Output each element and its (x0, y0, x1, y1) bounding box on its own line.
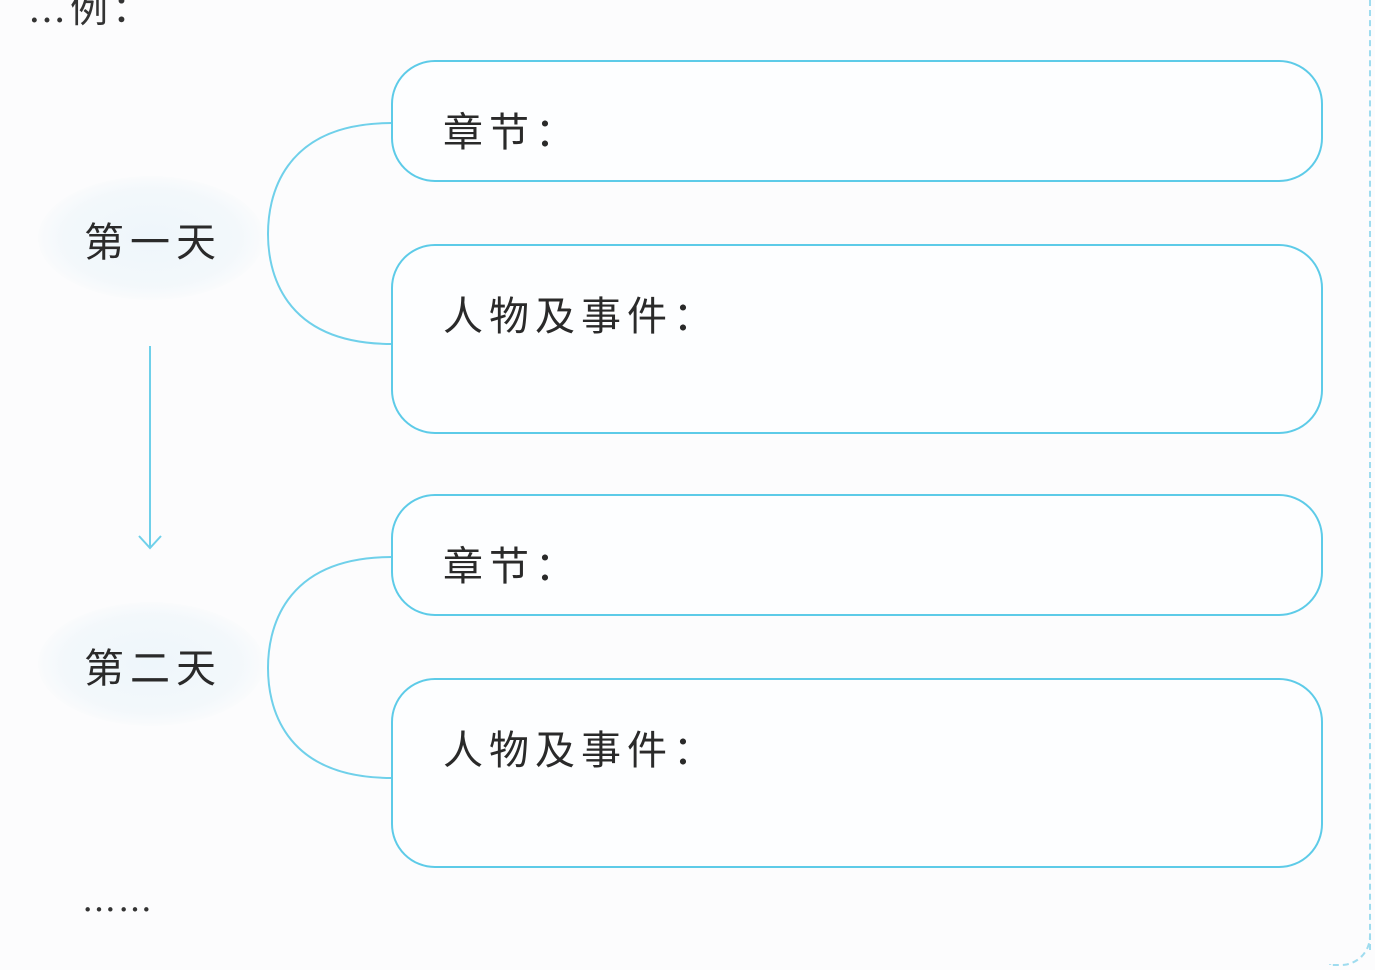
day-2-chapter-label: 章节： (443, 544, 581, 590)
day-2-chapter-box[interactable]: 章节： (391, 494, 1323, 616)
day-1-bubble (38, 176, 264, 300)
down-arrow (138, 346, 162, 550)
top-text-fragment: …例： (28, 0, 155, 31)
day-1-chapter-label: 章节： (443, 110, 581, 156)
day-2-label: 第二天 (84, 646, 222, 692)
day-1-events-label: 人物及事件： (443, 294, 719, 340)
day-1-label: 第一天 (84, 220, 222, 266)
day-1-bracket (266, 122, 393, 345)
day-1-chapter-box[interactable]: 章节： (391, 60, 1323, 182)
day-2-events-label: 人物及事件： (443, 728, 719, 774)
day-2-bubble (38, 602, 264, 726)
day-2-bracket (266, 556, 393, 779)
page-edge-dashed-line (1369, 0, 1371, 950)
continuation-ellipsis: …… (82, 880, 154, 920)
day-2-events-box[interactable]: 人物及事件： (391, 678, 1323, 868)
day-1-events-box[interactable]: 人物及事件： (391, 244, 1323, 434)
